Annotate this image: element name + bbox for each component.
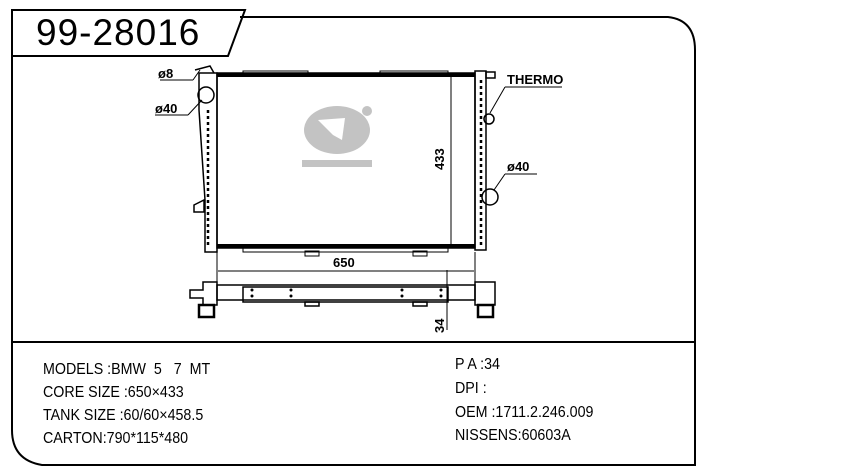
frame-border <box>11 9 696 466</box>
dimension-width: 650 <box>333 255 355 270</box>
spec-carton: CARTON:790*115*480 <box>43 430 189 447</box>
dimension-depth: 34 <box>432 318 447 333</box>
spec-dpi: DPI : <box>455 380 487 397</box>
bottom-view <box>189 281 496 319</box>
spec-pa: P A :34 <box>455 356 500 373</box>
spec-oem: OEM :1711.2.246.009 <box>455 404 594 421</box>
callout-left-hose-diameter: ø40 <box>155 101 178 116</box>
spec-nissens: NISSENS:60603A <box>455 427 571 444</box>
left-tank <box>193 65 218 253</box>
callout-right-hose-diameter: ø40 <box>507 159 530 174</box>
spec-tank-size: TANK SIZE :60/60×458.5 <box>43 407 204 424</box>
brand-logo <box>302 106 372 167</box>
callout-inlet-diameter: ø8 <box>158 66 174 81</box>
spec-models: MODELS :BMW 5 7 MT <box>43 361 211 378</box>
dimension-lines <box>155 69 562 330</box>
right-tank <box>474 70 499 251</box>
callout-thermo: THERMO <box>507 72 564 87</box>
spec-core-size: CORE SIZE :650×433 <box>43 384 184 401</box>
part-number: 99-28016 <box>36 12 201 53</box>
dimension-height: 433 <box>432 148 447 170</box>
